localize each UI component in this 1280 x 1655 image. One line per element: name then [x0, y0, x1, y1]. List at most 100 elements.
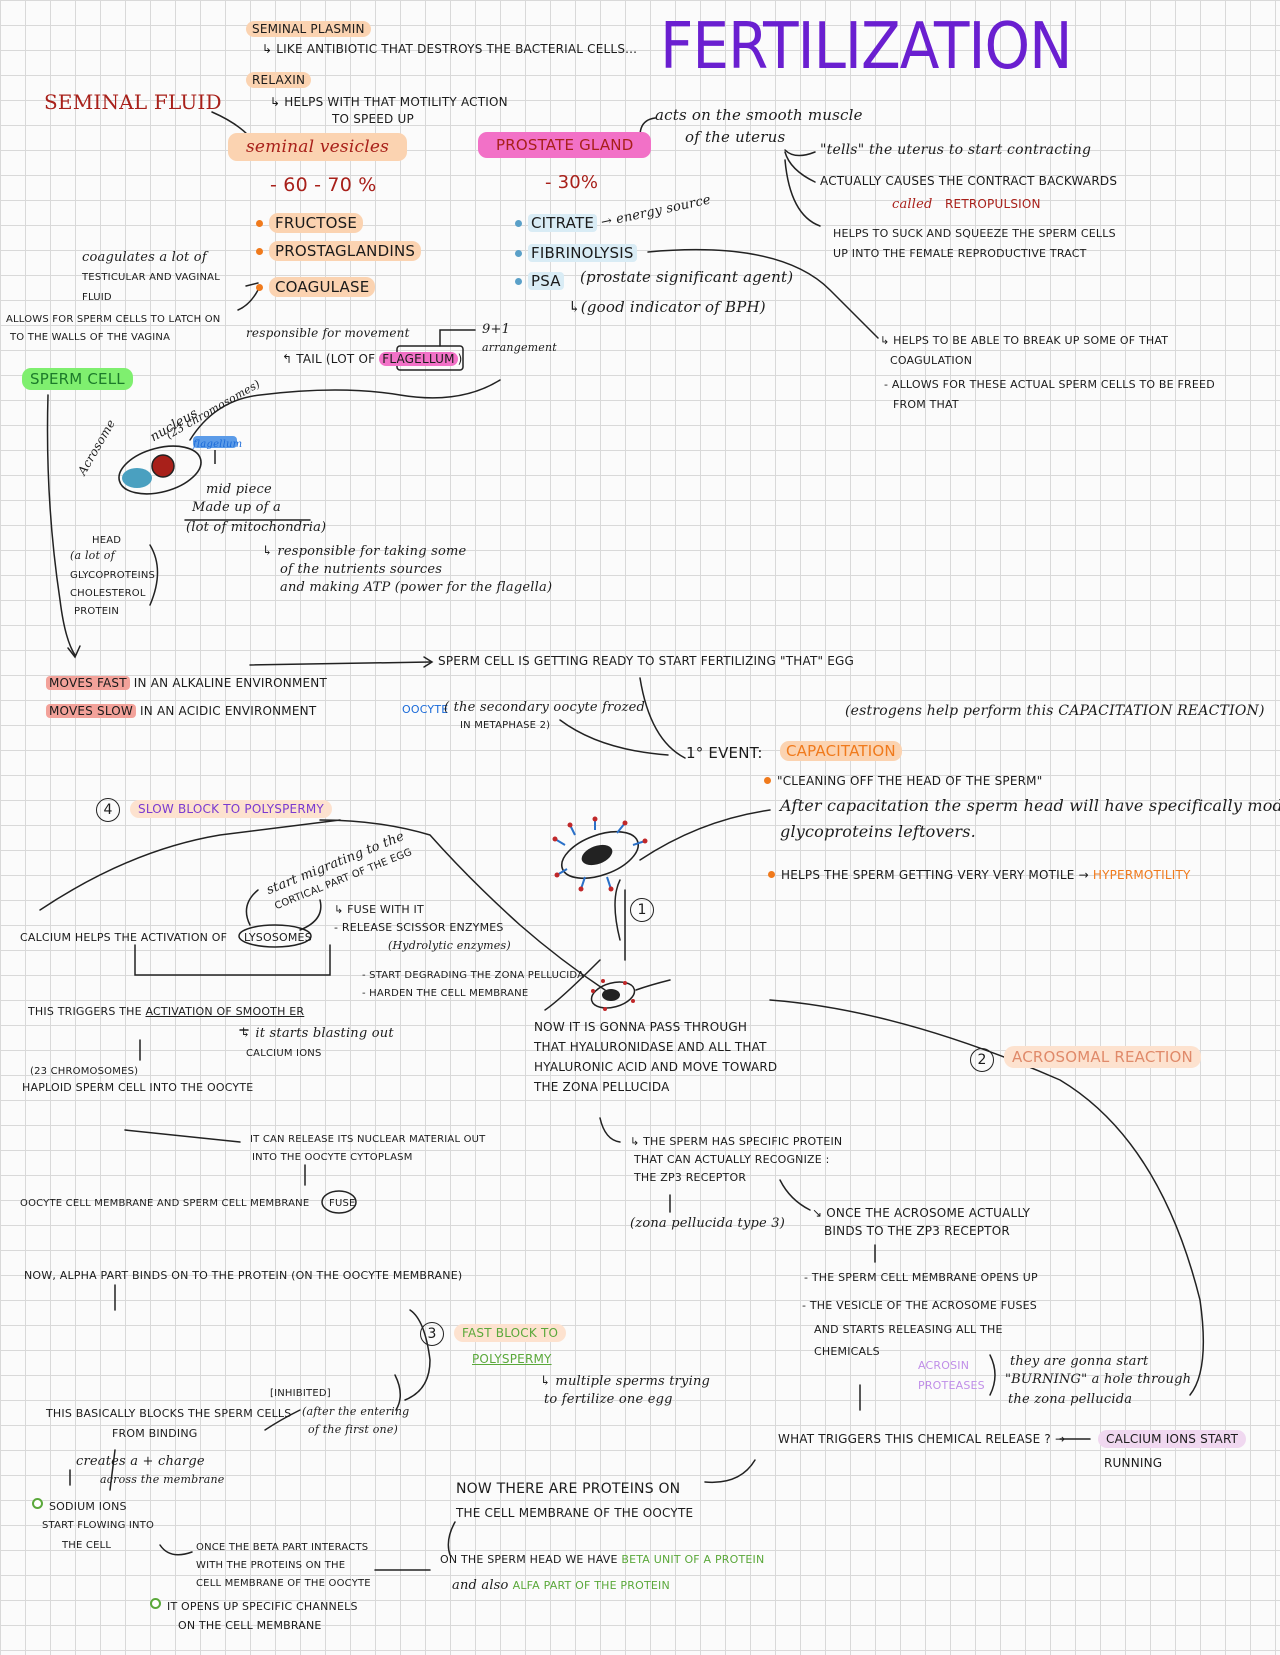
moves-fast-rest: IN AN ALKALINE ENVIRONMENT	[133, 676, 327, 690]
alpha-part-label: ALFA PART OF THE PROTEIN	[512, 1579, 670, 1592]
prostate-gland-label: PROSTATE GLAND	[478, 132, 652, 158]
capacitation-label: CAPACITATION	[780, 741, 902, 761]
inhibited-label: [INHIBITED]	[270, 1388, 331, 1399]
coagulates-note-2: TESTICULAR AND VAGINAL	[82, 272, 220, 283]
vesicle-2: AND STARTS RELEASING ALL THE	[814, 1323, 1003, 1336]
psa-note-2: ↳(good indicator of BPH)	[568, 298, 766, 316]
citrate-label: CITRATE	[528, 214, 598, 232]
beta-alpha-pre: ON THE SPERM HEAD WE HAVE	[440, 1553, 618, 1566]
start-degrading: - START DEGRADING THE ZONA PELLUCIDA	[362, 970, 585, 981]
blasting-note: ↳ it starts blasting out	[240, 1026, 394, 1041]
vesicle-3: CHEMICALS	[814, 1345, 880, 1358]
fructose-label: FRUCTOSE	[269, 213, 364, 233]
after-capacitation-2: glycoproteins leftovers.	[780, 822, 976, 841]
midpiece-1: mid piece	[206, 482, 272, 497]
acts-on-muscle-2: of the uterus	[685, 128, 786, 146]
fibrin-note-4: FROM THAT	[893, 398, 959, 411]
sperm-cell-label: SPERM CELL	[22, 368, 133, 390]
bullet-dot	[515, 220, 522, 227]
vesicle-1: - THE VESICLE OF THE ACROSOME FUSES	[802, 1299, 1037, 1312]
cleaning-note: "CLEANING OFF THE HEAD OF THE SPERM"	[777, 774, 1043, 788]
once-beta-1: ONCE THE BETA PART INTERACTS	[196, 1542, 369, 1553]
specific-protein-2: THAT CAN ACTUALLY RECOGNIZE :	[634, 1153, 830, 1166]
haploid-1: (23 CHROMOSOMES)	[30, 1066, 139, 1077]
triggers-er: THIS TRIGGERS THE	[28, 1005, 142, 1018]
proteins-on: NOW THERE ARE PROTEINS ON	[456, 1481, 681, 1497]
midpiece-3: (lot of mitochondria)	[186, 520, 327, 535]
now-going-4: THE ZONA PELLUCIDA	[534, 1080, 670, 1094]
fibrin-note-1: ↳ HELPS TO BE ABLE TO BREAK UP SOME OF T…	[880, 334, 1169, 347]
prostate-percent: - 30%	[545, 172, 599, 193]
sperm-head-drawing	[118, 436, 237, 495]
fast-block-label: FAST BLOCK TO	[454, 1324, 567, 1342]
hypermotility-label: HYPERMOTILITY	[1092, 868, 1191, 882]
creates-charge: creates a + charge	[76, 1454, 205, 1469]
responsible-motion: responsible for movement	[246, 326, 410, 340]
multiple-sperms-2: to fertilize one egg	[544, 1392, 673, 1407]
activation-er: ACTIVATION OF SMOOTH ER	[145, 1005, 305, 1018]
coagulates-note-3: FLUID	[82, 292, 112, 303]
now-going-1: NOW IT IS GONNA PASS THROUGH	[534, 1020, 748, 1034]
once-beta-2: WITH THE PROTEINS ON THE	[196, 1560, 346, 1571]
step-3-circle: 3	[420, 1322, 444, 1346]
allows-note-1: ALLOWS FOR SPERM CELLS TO LATCH ON	[6, 314, 221, 325]
fuse-with-it: ↳ FUSE WITH IT	[334, 903, 424, 916]
fast-block-label-2: POLYSPERMY	[472, 1352, 552, 1366]
page-title: FERTILIZATION	[660, 8, 1073, 84]
slow-block-label: SLOW BLOCK TO POLYSPERMY	[130, 800, 332, 818]
opens-channels: IT OPENS UP SPECIFIC CHANNELS	[167, 1600, 358, 1613]
from-binding: FROM BINDING	[112, 1427, 198, 1440]
acrosin-label: ACROSIN	[918, 1359, 970, 1372]
calcium-running-2: RUNNING	[1104, 1456, 1163, 1470]
seminal-fluid-label: SEMINAL FLUID	[44, 90, 222, 114]
alpha-binds: NOW, ALPHA PART BINDS ON TO THE PROTEIN …	[24, 1269, 463, 1282]
now-going-3: HYALURONIC ACID AND MOVE TOWARD	[534, 1060, 778, 1074]
psa-label: PSA	[528, 272, 564, 290]
oocyte-label: oocyte	[402, 703, 449, 716]
step-1-circle: 1	[630, 898, 654, 922]
specific-protein-3: THE ZP3 RECEPTOR	[634, 1171, 747, 1184]
relaxin-label: RELAXIN	[246, 72, 312, 88]
oocyte-note-2: in METAPHASE 2)	[460, 720, 551, 731]
relaxin-note: ↳ HELPS WITH THAT MOTILITY ACTION	[270, 95, 508, 109]
creates-charge-2: across the membrane	[100, 1473, 225, 1486]
coagulates-note-1: coagulates a lot of	[82, 250, 207, 265]
bullet-dot	[256, 220, 263, 227]
after-capacitation: After capacitation the sperm head will h…	[780, 796, 1280, 815]
bullet-dot	[256, 284, 263, 291]
release-nuclear-2: INTO THE OOCYTE CYTOPLASM	[252, 1152, 413, 1163]
burning-3: the zona pellucida	[1008, 1392, 1133, 1407]
release-scissor: - RELEASE SCISSOR ENZYMES	[334, 921, 504, 934]
oocyte-note: ( the secondary oocyte frozed	[444, 700, 646, 715]
helps-suck-2: UP INTO THE FEMALE REPRODUCTIVE TRACT	[833, 247, 1087, 260]
multiple-sperms: ↳ multiple sperms trying	[540, 1374, 711, 1389]
once-beta-3: CELL MEMBRANE OF THE OOCYTE	[196, 1578, 371, 1589]
psa-note: (prostate significant agent)	[580, 268, 794, 286]
tail-label: ↰ TAIL (lot of flagellum)	[282, 352, 463, 366]
and-also-label: and also	[452, 1578, 509, 1593]
beta-unit-label: BETA UNIT OF A PROTEIN	[621, 1553, 765, 1566]
proteases-label: PROTEASES	[918, 1379, 985, 1392]
retropulsion-label: RETROPULSION	[945, 197, 1041, 211]
bullet-dot	[515, 278, 522, 285]
midpiece-note-3: and making ATP (power for the flagella)	[280, 580, 553, 595]
fibrin-note-2: COAGULATION	[890, 354, 973, 367]
actually-causes: ACTUALLY CAUSES THE CONTRACT BACKWARDS	[820, 174, 1118, 188]
getting-ready: SPERM CELL IS GETTING READY TO START FER…	[438, 654, 854, 668]
first-event-label: 1° EVENT:	[686, 744, 763, 762]
lysosomes-label: LYSOSOMES	[244, 931, 312, 944]
relaxin-note-2: TO SPEED UP	[332, 112, 414, 126]
head-note-5: PROTEIN	[74, 606, 120, 617]
fibrinolysis-label: FIBRINOLYSIS	[528, 244, 637, 262]
fibrin-note-3: - ALLOWS FOR THESE ACTUAL SPERM CELLS TO…	[884, 378, 1215, 391]
helps-suck: HELPS TO SUCK AND SQUEEZE THE SPERM CELL…	[833, 227, 1116, 240]
zona-type: (zona pellucida type 3)	[630, 1216, 786, 1231]
flagellum-highlight: flagellum	[379, 352, 458, 366]
proteins-on-2: THE CELL MEMBRANE OF THE OOCYTE	[456, 1506, 694, 1520]
seminal-vesicles-label: seminal vesicles	[228, 133, 408, 161]
seminal-plasmin-label: SEMINAL PLASMIN	[246, 21, 371, 37]
after-first-2: of the first one)	[308, 1423, 399, 1436]
burning-2: "BURNING" a hole through	[1005, 1372, 1192, 1387]
helps-motile: HELPS THE SPERM GETTING VERY VERY MOTILE…	[781, 868, 1089, 882]
